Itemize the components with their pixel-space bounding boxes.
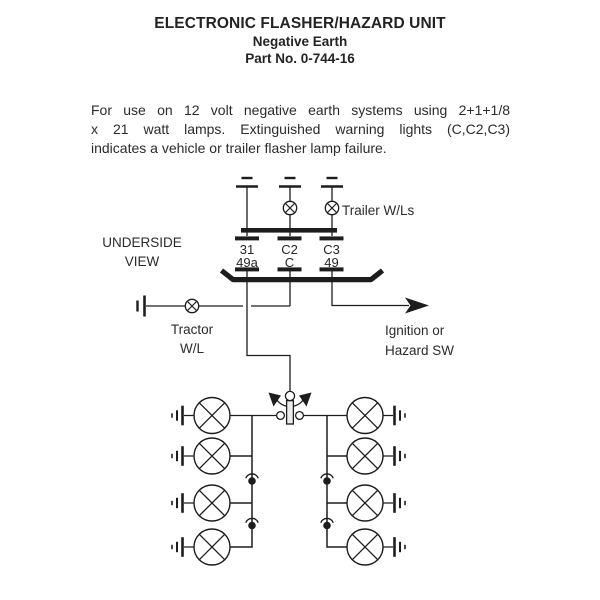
trailer-wls-label: Trailer W/Ls <box>342 203 415 218</box>
flasher-lamp-icon <box>346 437 384 475</box>
earth-icon <box>393 535 407 559</box>
tractor-earth-icon <box>136 295 146 317</box>
description-paragraph: For use on 12 volt negative earth system… <box>91 101 510 158</box>
bus-wire <box>326 415 347 548</box>
tractor-warning-lamp-icon <box>184 298 200 314</box>
unit-top-bar <box>241 228 337 233</box>
bus-wire <box>230 415 253 548</box>
terminal-label-31: 31 <box>239 242 255 257</box>
underside-view-line2: VIEW <box>124 254 160 269</box>
terminal-spade <box>235 267 259 272</box>
ignition-arrow-icon <box>405 297 429 314</box>
terminal-spade <box>319 236 344 241</box>
flasher-lamp-icon <box>193 528 231 566</box>
terminal-label-c2: C2 <box>281 242 298 257</box>
earth-icon <box>170 535 184 559</box>
terminal-spade <box>277 267 302 272</box>
ignition-hazard-label: Ignition or Hazard SW <box>385 321 454 361</box>
tractor-label-line2: W/L <box>179 341 204 356</box>
tractor-label-line1: Tractor <box>170 322 214 337</box>
terminal-label-c3: C3 <box>323 242 340 257</box>
description-line-2: x 21 watt lamps. Extinguished warning li… <box>91 121 510 137</box>
trailer-warning-lamp-icon <box>282 200 298 216</box>
right-lamp-bank <box>320 396 407 566</box>
flasher-lamp-icon <box>193 437 231 475</box>
trailer-warning-lamp-icon <box>324 200 340 216</box>
unit-bottom-bracket <box>219 268 385 283</box>
tractor-wl-label: Tractor W/L <box>157 320 227 358</box>
flasher-lamp-icon <box>346 484 384 522</box>
header-block: ELECTRONIC FLASHER/HAZARD UNIT Negative … <box>0 14 600 67</box>
description-line-3: indicates a vehicle or trailer flasher l… <box>91 140 387 156</box>
terminal-label-49a: 49a <box>236 255 258 270</box>
terminal-label-49: 49 <box>324 255 339 270</box>
wire <box>383 414 393 548</box>
earth-icon <box>319 176 345 188</box>
wire <box>230 455 252 504</box>
terminal-label-c: C <box>284 255 295 270</box>
changeover-switch-icon <box>268 390 312 425</box>
part-number: Part No. 0-744-16 <box>245 51 355 66</box>
earth-icon <box>393 491 407 515</box>
underside-view-label: UNDERSIDE VIEW <box>92 233 192 271</box>
ignition-label-line1: Ignition or <box>385 323 445 338</box>
earth-icon <box>170 491 184 515</box>
earth-icon <box>234 176 260 188</box>
earth-icon <box>170 404 184 427</box>
earth-icon <box>170 444 184 468</box>
page-subtitle: Negative Earth <box>252 34 348 49</box>
wire-ignition <box>331 271 409 307</box>
underside-view-line1: UNDERSIDE <box>102 235 182 250</box>
terminal-spade <box>235 236 259 241</box>
terminal-spade <box>277 236 302 241</box>
description-line-1: For use on 12 volt negative earth system… <box>91 102 510 118</box>
wire <box>327 455 347 504</box>
flasher-lamp-icon <box>346 528 384 566</box>
wire <box>184 414 194 548</box>
earth-icon <box>393 444 407 468</box>
ignition-label-line2: Hazard SW <box>385 343 455 358</box>
flasher-unit <box>219 228 385 283</box>
left-lamp-bank <box>170 396 259 566</box>
earth-icon <box>393 404 407 427</box>
terminal-spade <box>319 267 344 272</box>
page-title: ELECTRONIC FLASHER/HAZARD UNIT <box>154 15 446 32</box>
flasher-lamp-icon <box>193 484 231 522</box>
earth-icon <box>277 176 303 188</box>
flasher-lamp-icon <box>346 396 384 435</box>
flasher-lamp-icon <box>193 396 231 435</box>
wire-to-switch <box>246 271 291 392</box>
